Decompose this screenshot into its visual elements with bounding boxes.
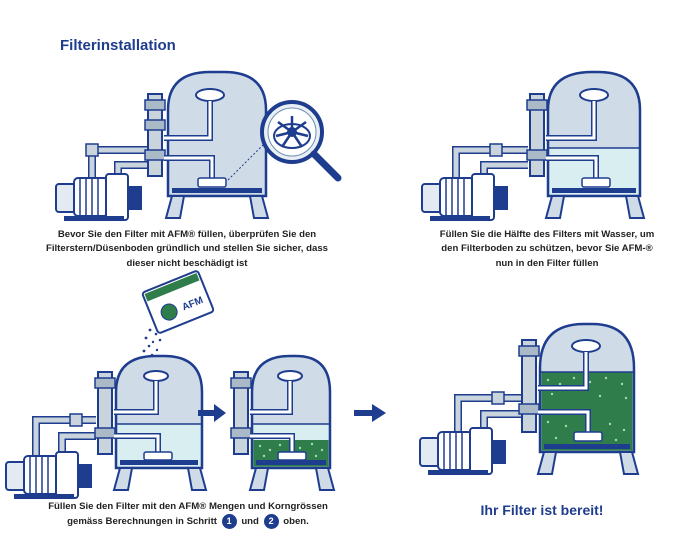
step2-caption: Füllen Sie die Hälfte des Filters mit Wa… — [408, 228, 686, 271]
caption-line: Bevor Sie den Filter mit AFM® füllen, üb… — [57, 229, 317, 240]
caption-line: dieser nicht beschädigt ist — [126, 257, 248, 269]
pump-icon — [419, 427, 507, 476]
caption-line: Filterstern/Düsenboden gründlich und ste… — [45, 243, 328, 255]
caption-line: nun in den Filter füllen — [495, 257, 599, 269]
step-number-badge: 1 — [221, 514, 237, 530]
step3-caption: Füllen Sie den Filter mit den AFM® Menge… — [8, 500, 368, 530]
filter-tank-empty — [164, 70, 270, 219]
pump-icon — [5, 451, 93, 500]
step2-diagram — [421, 70, 646, 222]
filter-tank-half-water — [544, 70, 646, 219]
filter-tank-full — [536, 322, 640, 475]
step1-caption: Bevor Sie den Filter mit AFM® füllen, üb… — [4, 228, 370, 271]
afm-bag-icon: AFM — [141, 270, 215, 334]
page-title: Filterinstallation — [60, 37, 176, 54]
ready-message: Ihr Filter ist bereit! — [480, 502, 604, 518]
pump-icon — [421, 173, 509, 222]
caption-line-with-steps: gemäss Berechnungen in Schritt 1 und 2 o… — [8, 514, 368, 530]
caption-text: gemäss Berechnungen in Schritt — [67, 516, 217, 528]
arrow-right-icon — [198, 404, 226, 422]
arrow-right-icon — [354, 404, 386, 422]
step-number-badge: 2 — [263, 514, 279, 530]
filter-tank-filling — [112, 354, 208, 491]
step1-diagram — [55, 70, 342, 222]
caption-text: oben. — [283, 516, 309, 528]
caption-line: den Filterboden zu schützen, bevor Sie A… — [441, 243, 653, 255]
magnifier-icon — [227, 100, 342, 182]
pump-icon — [55, 173, 143, 222]
caption-line: Füllen Sie den Filter mit den AFM® Menge… — [48, 501, 328, 512]
caption-text: und — [241, 516, 259, 528]
final-diagram — [419, 322, 640, 476]
caption-line: Füllen Sie die Hälfte des Filters mit Wa… — [439, 229, 655, 240]
filter-tank-media-bottom — [248, 354, 336, 491]
step3-diagram: AFM — [5, 270, 386, 500]
